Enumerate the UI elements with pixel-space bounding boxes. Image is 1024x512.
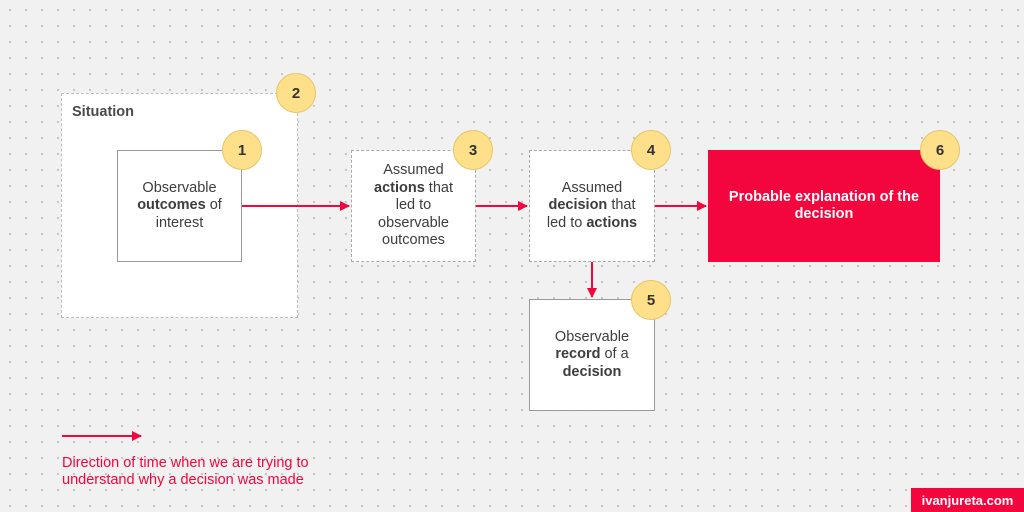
outcomes-line3: interest bbox=[155, 214, 204, 231]
decision-line1: Assumed bbox=[561, 179, 623, 196]
actions-node: Assumed actions that led to observable o… bbox=[351, 150, 476, 262]
step-badge-4: 4 bbox=[631, 130, 671, 170]
step-badge-6: 6 bbox=[920, 130, 960, 170]
explanation-node: Probable explanation of the decision bbox=[708, 150, 940, 262]
decision-line3-prefix: led to bbox=[546, 214, 587, 231]
actions-bold: actions bbox=[374, 179, 425, 196]
decision-node: Assumed decision that led to actions bbox=[529, 150, 655, 262]
outcomes-after: of bbox=[205, 197, 222, 214]
decision-bold: decision bbox=[548, 197, 608, 214]
outcomes-node: Observable outcomes of interest bbox=[117, 150, 242, 262]
step-badge-1: 1 bbox=[222, 130, 262, 170]
step-badge-5: 5 bbox=[631, 280, 671, 320]
legend-text: Direction of time when we are trying to … bbox=[62, 455, 309, 488]
actions-line3: led to bbox=[395, 197, 432, 214]
actions-after: that bbox=[424, 179, 453, 196]
decision-line3-bold: actions bbox=[586, 214, 638, 231]
step-badge-3: 3 bbox=[453, 130, 493, 170]
step-badge-2: 2 bbox=[276, 73, 316, 113]
actions-line4: observable bbox=[378, 214, 449, 231]
record-node: Observable record of a decision bbox=[529, 299, 655, 411]
situation-label: Situation bbox=[72, 104, 135, 120]
record-after: of a bbox=[600, 346, 629, 363]
record-line1: Observable bbox=[554, 328, 630, 345]
explanation-text: Probable explanation of the decision bbox=[728, 188, 920, 223]
outcomes-bold: outcomes bbox=[137, 197, 206, 214]
actions-line5: outcomes bbox=[382, 232, 445, 249]
brand-badge: ivanjureta.com bbox=[911, 488, 1024, 512]
outcomes-line1: Observable bbox=[142, 179, 217, 196]
decision-after: that bbox=[607, 197, 636, 214]
actions-line1: Assumed bbox=[383, 162, 444, 179]
record-line3-bold: decision bbox=[562, 363, 622, 380]
record-bold: record bbox=[555, 346, 601, 363]
